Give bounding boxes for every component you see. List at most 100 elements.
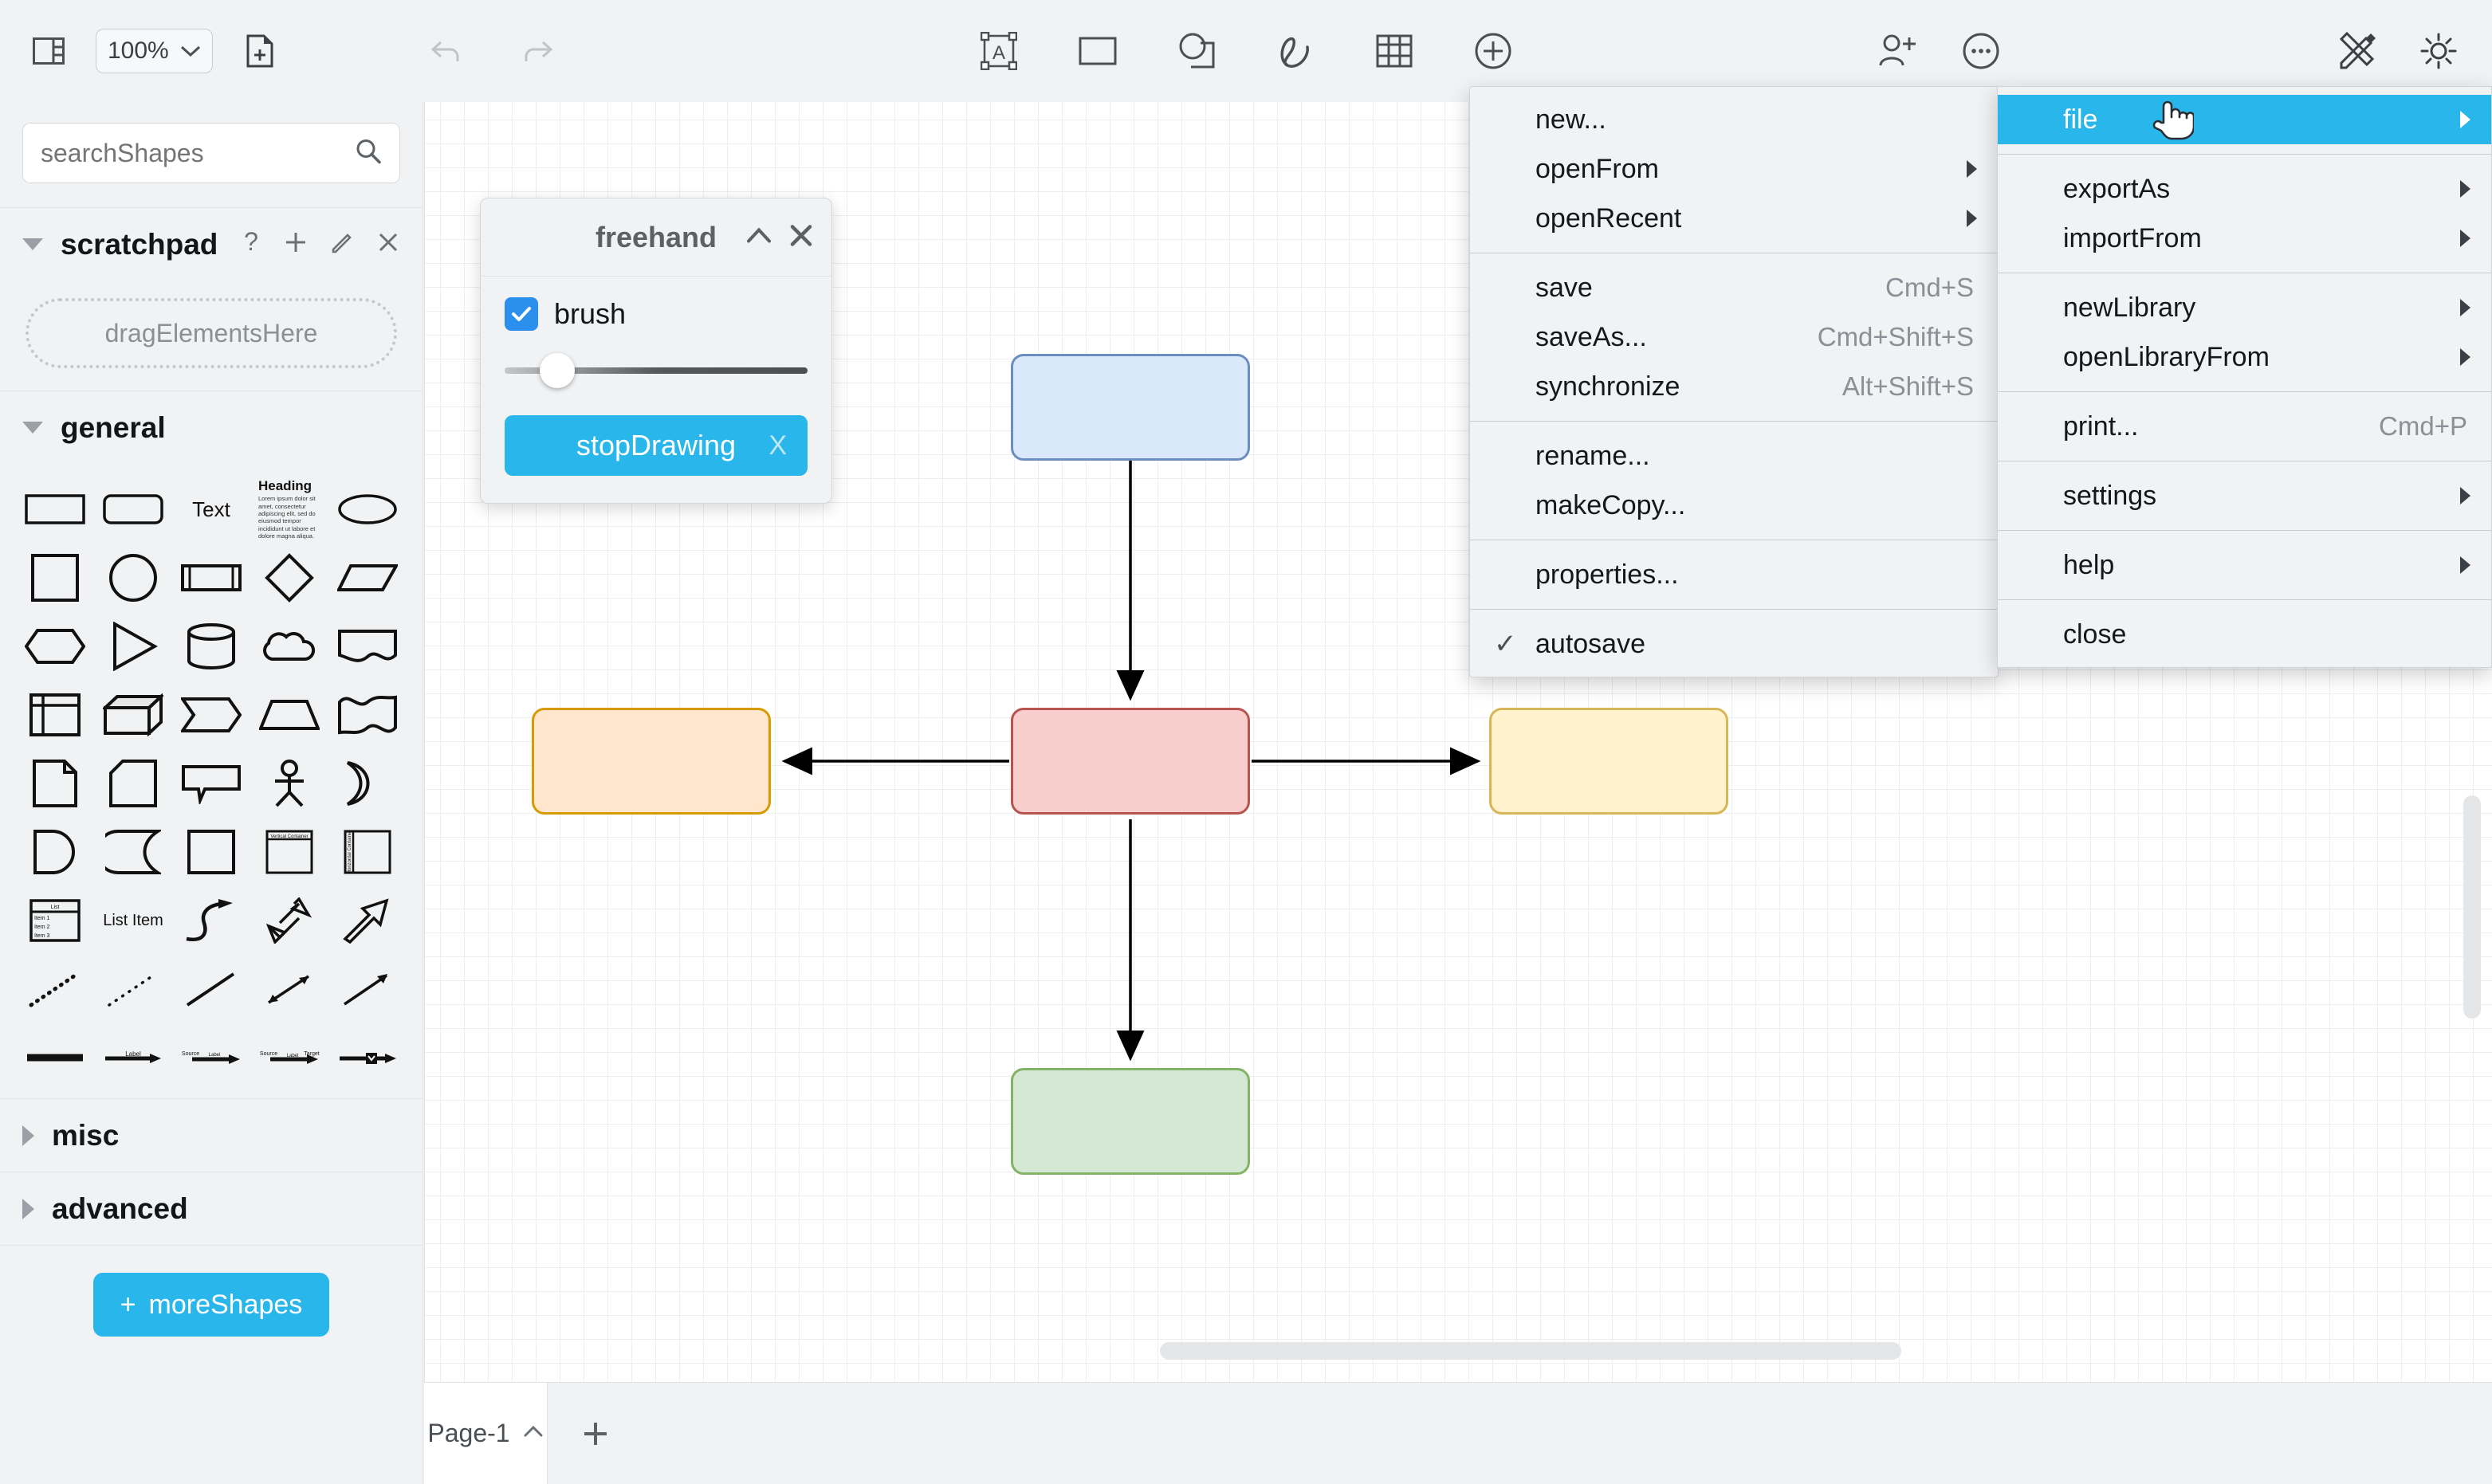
shape-square[interactable]: [16, 544, 94, 612]
shape-callout[interactable]: [172, 749, 250, 818]
main-menu-item-importfrom[interactable]: importFrom: [1998, 214, 2491, 263]
brush-checkbox[interactable]: [505, 297, 538, 331]
shape-parallelogram[interactable]: [328, 544, 407, 612]
shape-double-block-arrow[interactable]: [250, 886, 328, 955]
node-left-orange[interactable]: [532, 708, 771, 815]
table-icon[interactable]: [1370, 26, 1419, 76]
more-shapes-button[interactable]: + moreShapes: [93, 1273, 330, 1337]
shape-rounded-rectangle[interactable]: [94, 475, 172, 544]
shape-container[interactable]: [172, 818, 250, 886]
scratchpad-drop-zone[interactable]: dragElementsHere: [26, 298, 397, 368]
node-right-yellow[interactable]: [1489, 708, 1728, 815]
shape-card[interactable]: [94, 749, 172, 818]
file-menu-item-openrecent[interactable]: openRecent: [1470, 194, 1998, 243]
shape-delay[interactable]: [16, 818, 94, 886]
shape-curved-arrow[interactable]: [172, 886, 250, 955]
shape-or-curve[interactable]: [94, 818, 172, 886]
shape-list-item[interactable]: List Item: [94, 886, 172, 955]
main-menu-item-print[interactable]: print...Cmd+P: [1998, 402, 2491, 451]
shape-labeled-arrow[interactable]: Label: [94, 1023, 172, 1092]
main-menu-item-settings[interactable]: settings: [1998, 471, 2491, 520]
main-menu[interactable]: file exportAsimportFrom newLibraryopenLibr…: [1997, 86, 2492, 668]
shape-dotted-line-thick[interactable]: [16, 955, 94, 1023]
shape-double-arrow[interactable]: [250, 955, 328, 1023]
shape-process[interactable]: [172, 544, 250, 612]
main-menu-item-exportas[interactable]: exportAs: [1998, 164, 2491, 214]
shape-half-circle-right[interactable]: [328, 749, 407, 818]
slider-thumb[interactable]: [540, 353, 575, 388]
sidebar-section-general[interactable]: general: [0, 391, 423, 464]
shape-cube[interactable]: [94, 681, 172, 749]
node-center-red[interactable]: [1011, 708, 1250, 815]
file-menu-item-makecopy[interactable]: makeCopy...: [1470, 481, 1998, 530]
main-menu-item-file[interactable]: file: [1998, 95, 2491, 144]
file-menu-item-saveas[interactable]: saveAs...Cmd+Shift+S: [1470, 312, 1998, 362]
shape-cloud[interactable]: [250, 612, 328, 681]
file-menu-item-save[interactable]: saveCmd+S: [1470, 263, 1998, 312]
file-menu-item-new[interactable]: new...: [1470, 95, 1998, 144]
file-menu-item-autosave[interactable]: ✓autosave: [1470, 619, 1998, 669]
chevron-up-icon[interactable]: [745, 225, 772, 249]
main-menu-item-newlibrary[interactable]: newLibrary: [1998, 283, 2491, 332]
shape-bold-link[interactable]: [16, 1023, 94, 1092]
freehand-panel[interactable]: freehand brush stopD: [480, 198, 832, 504]
shape-note[interactable]: [16, 749, 94, 818]
file-menu-item-properties[interactable]: properties...: [1470, 550, 1998, 599]
close-x-icon[interactable]: [376, 230, 400, 258]
file-menu-item-rename[interactable]: rename...: [1470, 431, 1998, 481]
shape-vertical-container[interactable]: Vertical Container: [250, 818, 328, 886]
shape-trapezoid[interactable]: [250, 681, 328, 749]
chevron-up-icon[interactable]: [523, 1424, 544, 1443]
sun-icon[interactable]: [2414, 26, 2463, 76]
shape-textbox-heading[interactable]: Heading Lorem ipsum dolor sit amet, cons…: [250, 475, 328, 544]
pencil-ruler-icon[interactable]: [2333, 26, 2382, 76]
shape-text[interactable]: Text: [172, 475, 250, 544]
shape-dotted-line-thin[interactable]: [94, 955, 172, 1023]
person-add-icon[interactable]: [1875, 26, 1924, 76]
search-input[interactable]: [41, 139, 382, 168]
node-top-blue[interactable]: [1011, 354, 1250, 461]
shape-horizontal-container[interactable]: Horizontal Container: [328, 818, 407, 886]
shapes-icon[interactable]: [1172, 26, 1221, 76]
shape-rectangle[interactable]: [16, 475, 94, 544]
freehand-panel-header[interactable]: freehand: [481, 198, 831, 277]
search-shapes-box[interactable]: [22, 123, 400, 183]
shape-solid-line[interactable]: [172, 955, 250, 1023]
shape-single-arrow[interactable]: [328, 955, 407, 1023]
sidebar-section-advanced[interactable]: advanced: [0, 1172, 423, 1245]
close-x-icon[interactable]: [788, 222, 814, 252]
plus-circle-icon[interactable]: [1468, 26, 1518, 76]
shape-diamond[interactable]: [250, 544, 328, 612]
shape-tape[interactable]: [328, 681, 407, 749]
shape-source-label-arrow[interactable]: SourceLabel: [172, 1023, 250, 1092]
shape-document[interactable]: [328, 612, 407, 681]
vertical-scrollbar[interactable]: [2463, 795, 2481, 1019]
shape-circle[interactable]: [94, 544, 172, 612]
sidebar-section-misc[interactable]: misc: [0, 1098, 423, 1172]
question-mark-icon[interactable]: ?: [241, 229, 261, 260]
text-box-icon[interactable]: A: [974, 26, 1024, 76]
rectangle-icon[interactable]: [1073, 26, 1122, 76]
main-menu-item-openlibraryfrom[interactable]: openLibraryFrom: [1998, 332, 2491, 382]
shape-block-arrow[interactable]: [328, 886, 407, 955]
pencil-icon[interactable]: [330, 230, 354, 258]
shape-triangle[interactable]: [94, 612, 172, 681]
shape-edge-marker-arrow[interactable]: [328, 1023, 407, 1092]
node-bottom-green[interactable]: [1011, 1068, 1250, 1175]
ellipsis-circle-icon[interactable]: [1956, 26, 2006, 76]
scribble-icon[interactable]: [1271, 26, 1320, 76]
stop-drawing-button[interactable]: stopDrawing X: [505, 415, 808, 476]
file-submenu[interactable]: new...openFromopenRecentsaveCmd+SsaveAs.…: [1469, 86, 1999, 677]
plus-icon[interactable]: [284, 230, 308, 258]
horizontal-scrollbar[interactable]: [1160, 1342, 1901, 1360]
shape-cylinder[interactable]: [172, 612, 250, 681]
shape-step[interactable]: [172, 681, 250, 749]
file-menu-item-synchronize[interactable]: synchronizeAlt+Shift+S: [1470, 362, 1998, 411]
page-tab-page-1[interactable]: Page-1: [424, 1383, 548, 1484]
shape-ellipse[interactable]: [328, 475, 407, 544]
shape-internal-storage[interactable]: [16, 681, 94, 749]
shape-actor[interactable]: [250, 749, 328, 818]
shape-source-target-arrow[interactable]: SourceLabelTarget: [250, 1023, 328, 1092]
main-menu-item-close[interactable]: close: [1998, 610, 2491, 659]
main-menu-item-help[interactable]: help: [1998, 540, 2491, 590]
